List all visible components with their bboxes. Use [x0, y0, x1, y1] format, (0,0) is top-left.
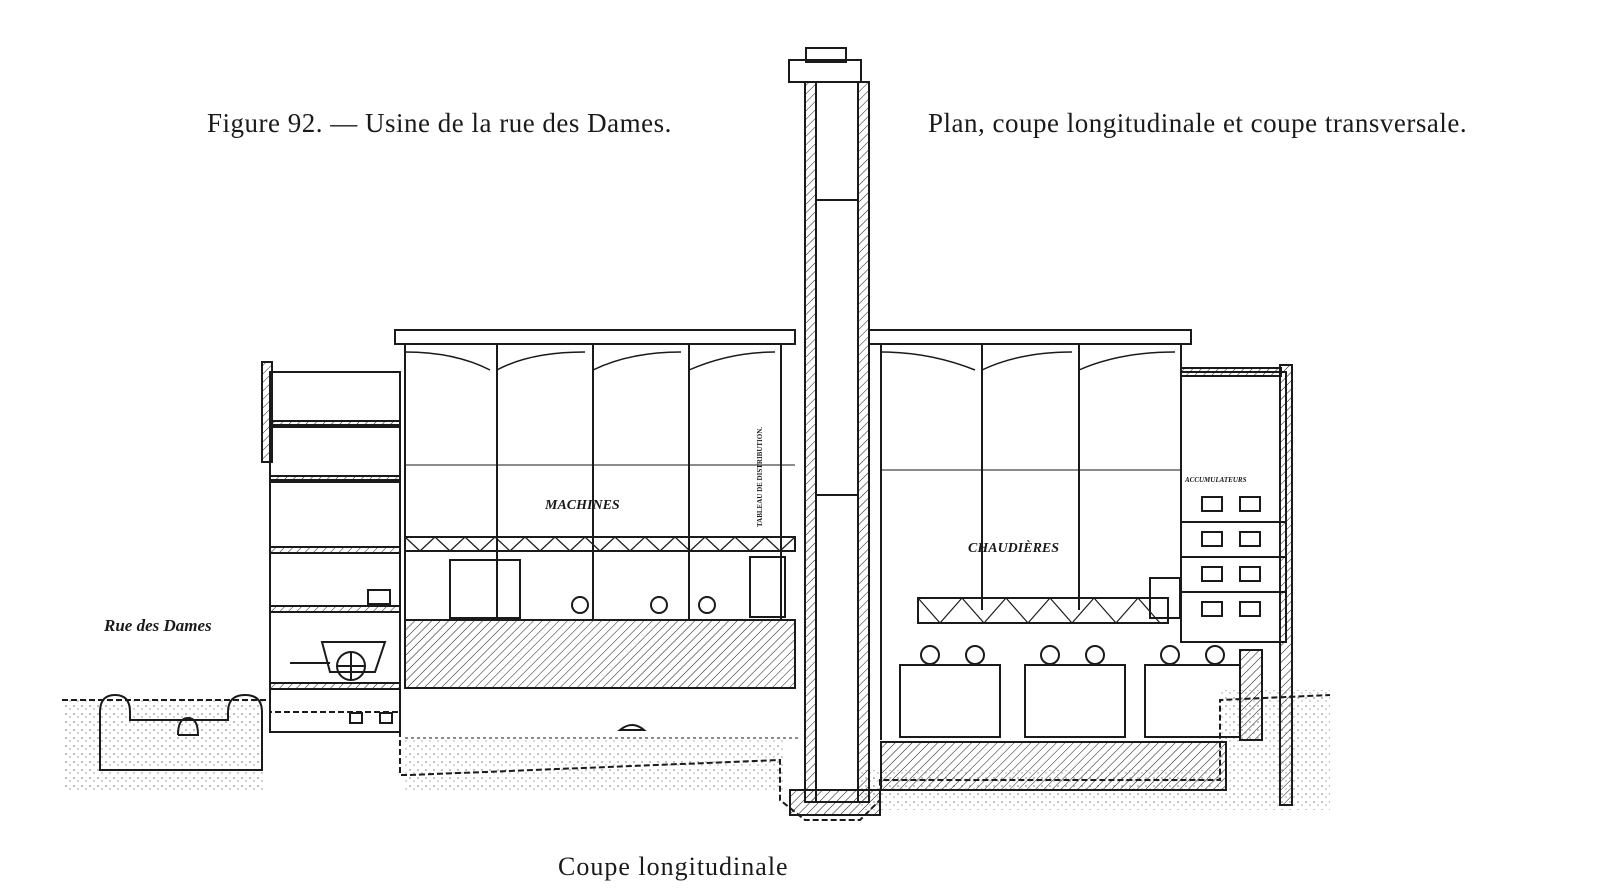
- office-building: [261, 361, 401, 733]
- figure-caption-title: Figure 92. — Usine de la rue des Dames.: [207, 108, 672, 138]
- boilers-label: CHAUDIÈRES: [968, 539, 1059, 556]
- boiler-house: [868, 329, 1263, 791]
- chimney: [788, 47, 881, 816]
- street-label: Rue des Dames: [104, 616, 212, 635]
- sewer-vault: [99, 693, 263, 771]
- section-caption: Coupe longitudinale: [558, 852, 789, 881]
- accumulators-label: ACCUMULATEURS: [1184, 476, 1247, 484]
- machines-label: MACHINES: [544, 498, 620, 513]
- distribution-board-label: TABLEAU DE DISTRIBUTION.: [756, 427, 764, 527]
- figure-caption-subtitle: Plan, coupe longitudinale et coupe trans…: [928, 108, 1468, 138]
- coal-cart-icon: [320, 641, 393, 724]
- machine-hall: [394, 329, 800, 739]
- accumulator-room: [1180, 364, 1293, 806]
